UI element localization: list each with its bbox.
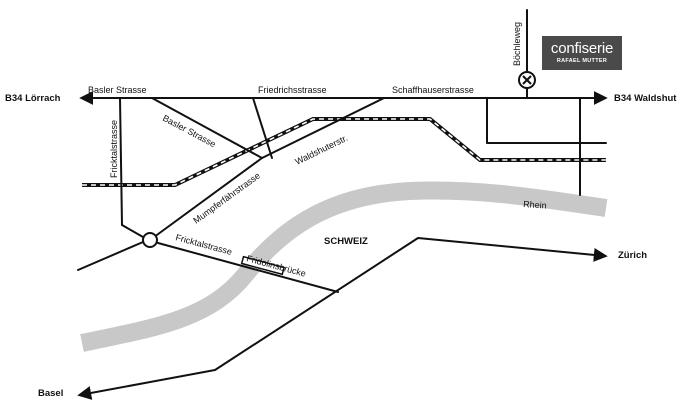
street-basler-strasse-diagonal	[151, 97, 263, 159]
label-rhein: Rhein	[523, 199, 547, 211]
logo-brand: confiserie	[550, 40, 614, 57]
street-fricktalstrasse-vertical	[119, 97, 123, 226]
label-boecheleweg: Böchleweg	[512, 22, 522, 66]
label-friedrichsstrasse: Friedrichsstrasse	[258, 85, 327, 95]
label-fricktalstrasse-vertical: Fricktalstrasse	[109, 120, 119, 178]
label-schaffhauserstrasse: Schaffhauserstrasse	[392, 85, 474, 95]
label-fricktalstrasse-lower: Fricktalstrasse	[174, 232, 233, 257]
street-east-branch	[486, 97, 607, 144]
label-b34-loerrach: B34 Lörrach	[5, 93, 61, 104]
logo-subtitle: RAFAEL MUTTER	[556, 58, 608, 64]
label-b34-waldshut: B34 Waldshut	[614, 93, 677, 104]
street-friedrichsstrasse	[252, 97, 273, 159]
street-mumpferfaehrstrasse	[149, 157, 263, 241]
rhein-river	[80, 181, 608, 352]
label-mumpferfaehrstrasse: Mumpferfährstrasse	[191, 170, 262, 225]
street-basel-zuerich	[77, 237, 608, 400]
railway-line	[82, 117, 606, 187]
street-fricktalstrasse-to-roundabout	[121, 224, 144, 238]
label-zuerich: Zürich	[618, 250, 647, 261]
circle-icon	[142, 232, 158, 248]
fridolinsbruecke-bridge	[240, 255, 285, 276]
label-schweiz: SCHWEIZ	[324, 236, 368, 247]
confiserie-logo: confiserie RAFAEL MUTTER	[542, 36, 622, 70]
circled-x-icon	[518, 71, 536, 89]
label-basler-strasse-top: Basler Strasse	[88, 85, 147, 95]
street-waldshuterstr	[261, 97, 385, 159]
street-west-spur	[77, 241, 144, 271]
label-basel: Basel	[38, 388, 63, 399]
